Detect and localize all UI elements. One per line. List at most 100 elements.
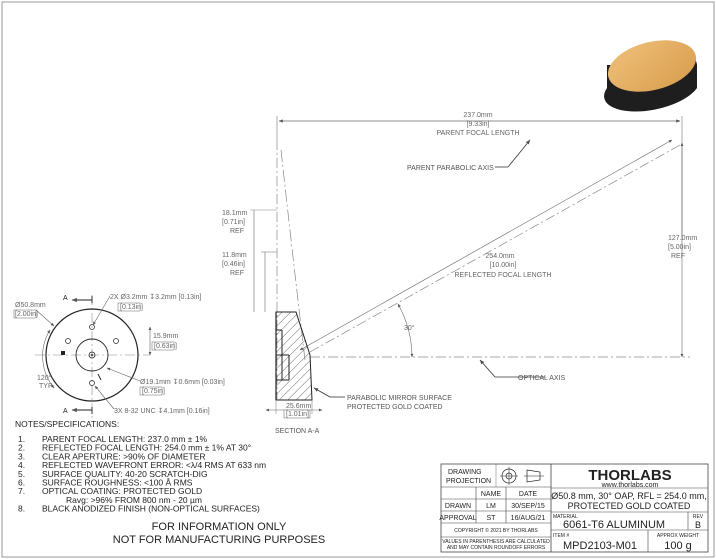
desc-l2: PROTECTED GOLD COATED <box>568 501 691 511</box>
angle-120-typ: TYP <box>39 383 53 390</box>
dim-11-8: 11.8mm [0.46in] REF <box>222 251 277 312</box>
section-a-top: A <box>63 295 68 302</box>
dim-127: 127.0mm [5.00in] REF <box>668 142 697 358</box>
note-number: 5. <box>18 469 25 479</box>
material-value: 6061-T6 ALUMINUM <box>563 519 665 531</box>
note-text: REFLECTED WAVEFRONT ERROR: <λ/4 RMS AT 6… <box>42 460 266 470</box>
dim-127-ref: REF <box>671 253 685 260</box>
weight-value: 100 g <box>664 540 692 552</box>
projection-l1: DRAWING <box>448 469 482 476</box>
front-view-dimensions: Ø50.8mm [2.00in] 2X Ø3.2mm ↧3.2mm [0.13i… <box>13 293 225 415</box>
projection-l2: PROJECTION <box>446 478 491 485</box>
note-number: 6. <box>18 478 25 488</box>
rev-header: REV <box>693 514 704 520</box>
od-in: [2.00in] <box>15 311 38 318</box>
dim-15-mm: 15.9mm <box>153 333 178 340</box>
section-a-bottom: A <box>63 408 68 415</box>
dim-127-in: [5.00in] <box>668 244 691 251</box>
parent-focal-dimension: 237.0mm [9.33in] PARENT FOCAL LENGTH <box>276 112 683 240</box>
note-number: 1. <box>18 434 25 444</box>
note-number: 4. <box>18 460 25 470</box>
drawn-date: 30/SEP/15 <box>511 503 545 510</box>
mirror-surface-callout: PARABOLIC MIRROR SURFACE PROTECTED GOLD … <box>313 387 452 411</box>
note-text: OPTICAL COATING: PROTECTED GOLD <box>42 486 202 496</box>
mirror-surface-l2: PROTECTED GOLD COATED <box>347 404 443 411</box>
date-header: DATE <box>519 491 537 498</box>
thread-note: 3X 8-32 UNC ↧4.1mm [0.16in] <box>114 407 210 415</box>
dim-25-mm: 25.6mm <box>286 403 311 410</box>
weight-header: APPROX WEIGHT <box>657 533 699 539</box>
rev-value: B <box>695 520 701 530</box>
reflected-label: REFLECTED FOCAL LENGTH <box>455 272 552 279</box>
angle-120: 120° <box>37 374 52 382</box>
dim-18-1: 18.1mm [0.71in] REF <box>222 209 277 312</box>
note-text: REFLECTED FOCAL LENGTH: 254.0 mm ± 1% AT… <box>42 443 251 453</box>
not-for-manufacturing: NOT FOR MANUFACTURING PURPOSES <box>113 534 325 546</box>
approval-label: APPROVAL <box>439 515 476 522</box>
reflected-in: [10.00in] <box>490 262 517 269</box>
angle-30: 30° <box>397 303 415 358</box>
optical-axis: OPTICAL AXIS <box>310 356 690 382</box>
material-header: MATERIAL <box>553 514 578 520</box>
front-view: A A <box>35 295 150 418</box>
dim-25-6: 25.6mm [1.01in] SECTION A-A <box>265 400 323 435</box>
copyright: COPYRIGHT © 2021 BY THORLABS <box>454 527 538 534</box>
optical-axis-label: OPTICAL AXIS <box>518 375 566 382</box>
note-text: SURFACE ROUGHNESS: <100 Å RMS <box>42 478 193 488</box>
item-header: ITEM # <box>553 533 569 539</box>
approval-name: ST <box>487 515 497 522</box>
note-number: 7. <box>18 486 25 496</box>
dim-25-in: [1.01in] <box>286 411 309 418</box>
parent-focal-in: [9.33in] <box>467 121 490 128</box>
approval-date: 16/AUG/21 <box>511 515 546 522</box>
drawn-label: DRAWN <box>445 503 471 510</box>
info-only: FOR INFORMATION ONLY <box>152 521 287 533</box>
name-header: NAME <box>481 491 502 498</box>
dim-11-mm: 11.8mm <box>222 252 247 259</box>
note-text: SURFACE QUALITY: 40-20 SCRATCH-DIG <box>42 469 208 479</box>
note-text: Ravg: >96% FROM 800 nm - 20 µm <box>66 495 202 505</box>
note-text: CLEAR APERTURE: >90% OF DIAMETER <box>42 451 206 461</box>
parent-axis-label: PARENT PARABOLIC AXIS <box>407 165 494 172</box>
thorlabs-url: www.thorlabs.com <box>601 482 659 489</box>
notes: NOTES/SPECIFICATIONS: 1. PARENT FOCAL LEN… <box>15 419 325 546</box>
dim-127-mm: 127.0mm <box>668 235 697 242</box>
note-number: 2. <box>18 443 25 453</box>
disclaimer-l2: AND MAY CONTAIN ROUNDOFF ERRORS <box>447 545 546 551</box>
section-view <box>275 311 313 401</box>
od-mm: Ø50.8mm <box>15 302 46 309</box>
notes-title: NOTES/SPECIFICATIONS: <box>15 419 119 429</box>
mirror-surface-l1: PARABOLIC MIRROR SURFACE <box>347 395 452 402</box>
parent-focal-mm: 237.0mm <box>463 112 492 119</box>
dim-18-mm: 18.1mm <box>222 210 247 217</box>
dim-19-in: [0.75in] <box>142 388 165 395</box>
dim-19-mm: Ø19.1mm ↧0.6mm [0.03in] <box>140 378 225 386</box>
dim-18-in: [0.71in] <box>222 219 245 226</box>
parent-axis-callout: PARENT PARABOLIC AXIS <box>407 139 531 172</box>
section-label: SECTION A-A <box>275 428 320 435</box>
holes-2x: 2X Ø3.2mm ↧3.2mm [0.13in] <box>110 293 202 301</box>
title-block: DRAWING PROJECTION NAME DATE DRAWN LM 30… <box>439 463 709 553</box>
notes-list: 1. PARENT FOCAL LENGTH: 237.0 mm ± 1% 2. RE… <box>18 434 266 514</box>
drawn-name: LM <box>486 503 496 510</box>
dim-11-ref: REF <box>230 270 244 277</box>
note-number: 8. <box>18 504 25 514</box>
projection-symbol-icon <box>500 467 544 485</box>
note-text: BLACK ANODIZED FINISH (NON-OPTICAL SURFA… <box>42 504 260 514</box>
dim-11-in: [0.46in] <box>222 261 245 268</box>
mirror-render <box>604 40 698 112</box>
dim-15-in: [0.63in] <box>154 343 177 350</box>
desc-l1: Ø50.8 mm, 30° OAP, RFL = 254.0 mm, <box>551 491 706 501</box>
reflected-mm: 254.0mm <box>485 253 514 260</box>
note-text: PARENT FOCAL LENGTH: 237.0 mm ± 1% <box>42 434 208 444</box>
holes-2x-sub: [0.13in] <box>120 304 143 311</box>
reflected-focal-dimension: 254.0mm [10.00in] REFLECTED FOCAL LENGTH <box>299 139 681 353</box>
item-value: MPD2103-M01 <box>563 540 637 552</box>
parent-focal-label: PARENT FOCAL LENGTH <box>436 130 519 137</box>
angle-30-label: 30° <box>404 324 415 332</box>
dim-18-ref: REF <box>230 228 244 235</box>
disclaimer-l1: VALUES IN PARENTHESIS ARE CALCULATED <box>442 539 550 545</box>
